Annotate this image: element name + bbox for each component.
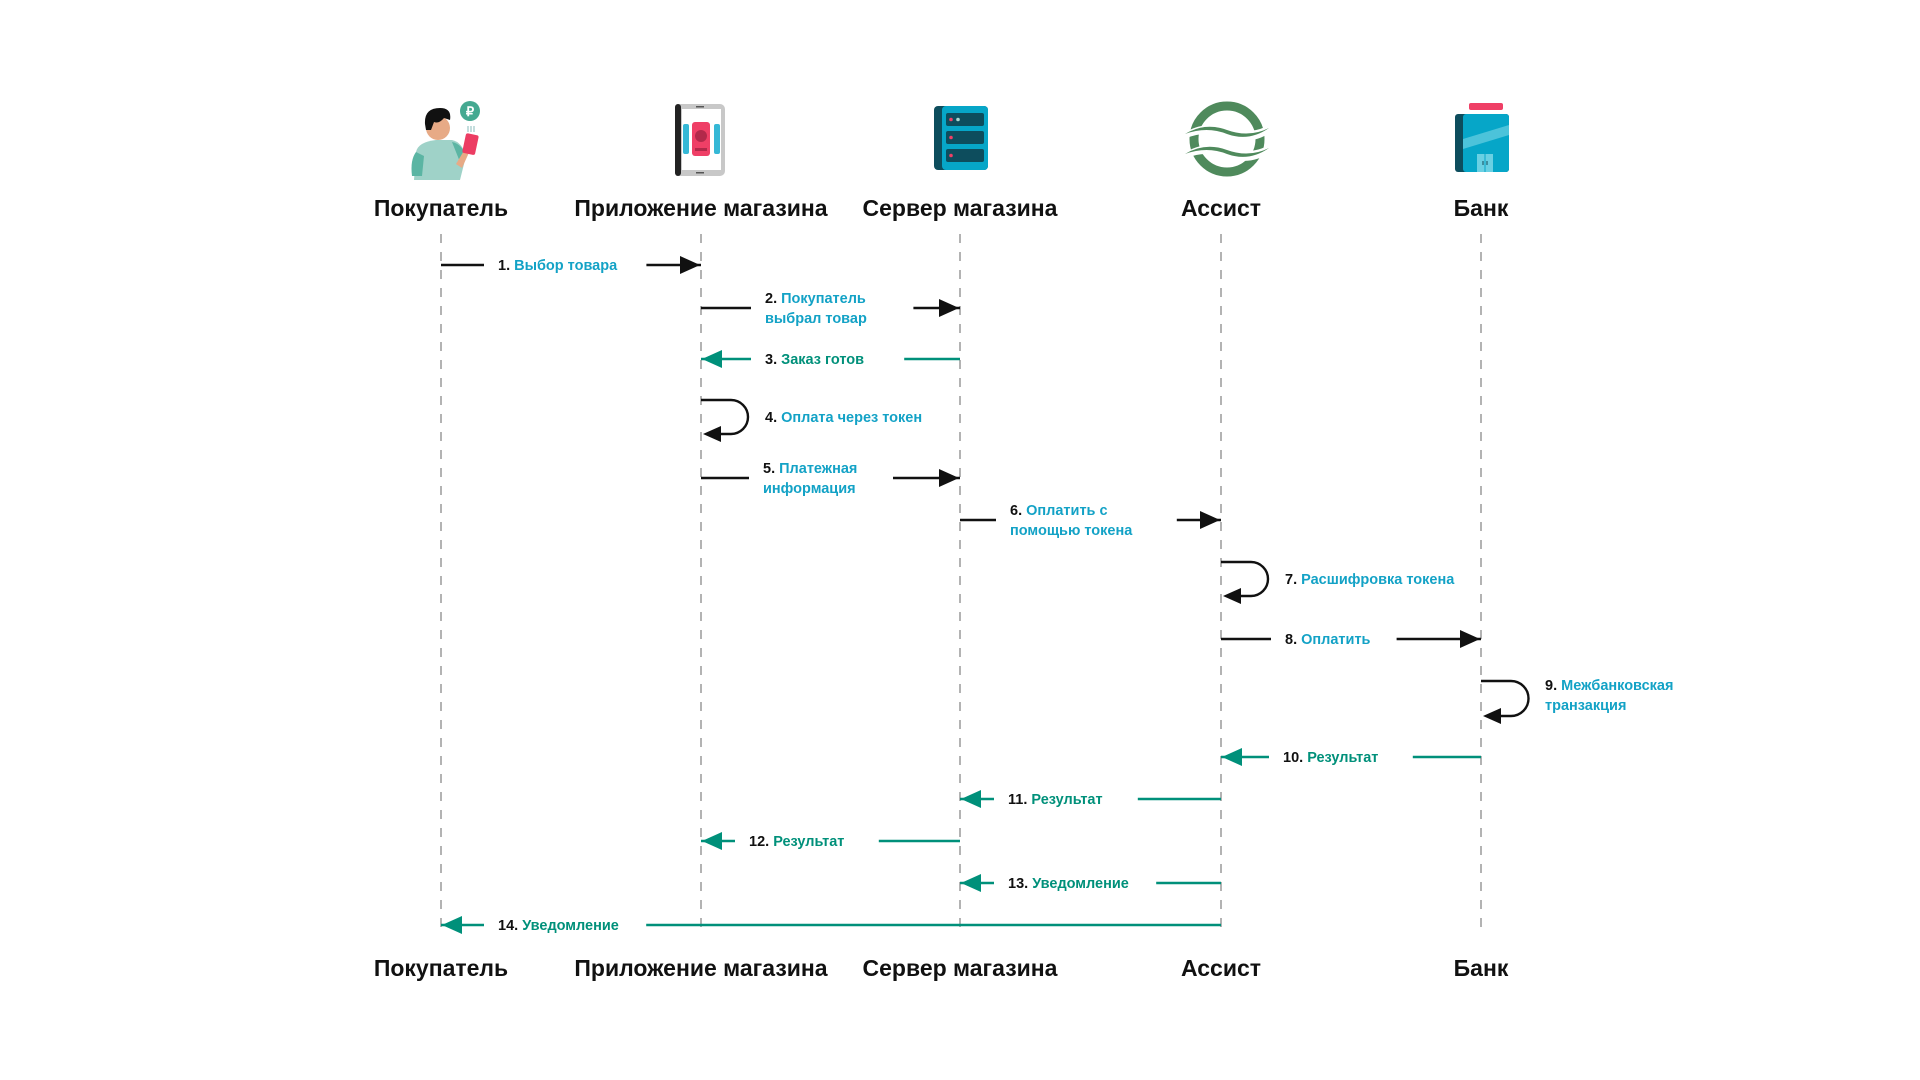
message-8: 8. Оплатить	[1221, 630, 1481, 648]
actor-label-app-top: Приложение магазина	[574, 195, 827, 221]
message-11: 11. Результат	[960, 790, 1221, 808]
svg-text:₽: ₽	[466, 104, 475, 119]
message-6: 6. Оплатить с помощью токена	[960, 503, 1221, 539]
message-number: 5.	[763, 461, 779, 477]
message-text: Межбанковская	[1561, 678, 1673, 694]
arrowhead-icon	[703, 426, 721, 442]
self-loop-line	[1221, 560, 1270, 598]
arrowhead-icon	[442, 916, 462, 934]
message-label: 2. Покупатель выбрал товар	[765, 291, 867, 327]
message-text: Результат	[1031, 792, 1102, 808]
message-text: Заказ готов	[781, 352, 864, 368]
tablet-app-icon	[675, 104, 725, 176]
message-13: 13. Уведомление	[960, 874, 1221, 892]
message-number: 2.	[765, 291, 781, 307]
message-label: 11. Результат	[1008, 792, 1103, 808]
arrowhead-icon	[961, 874, 981, 892]
actor-label-bank-top: Банк	[1454, 195, 1509, 221]
arrowhead-icon	[1200, 511, 1220, 529]
actor-label-assist-bottom: Ассист	[1181, 955, 1261, 981]
actor-label-buyer-bottom: Покупатель	[374, 955, 508, 981]
message-number: 10.	[1283, 750, 1307, 766]
bank-building-icon	[1455, 103, 1509, 172]
assist-logo-icon	[1183, 101, 1271, 177]
message-number: 7.	[1285, 572, 1301, 588]
message-2: 2. Покупатель выбрал товар	[701, 291, 960, 327]
message-number: 8.	[1285, 632, 1301, 648]
arrowhead-icon	[939, 469, 959, 487]
message-text: Выбор товара	[514, 258, 618, 274]
self-loop-line	[1481, 679, 1530, 718]
message-text: Оплатить с	[1026, 503, 1107, 519]
message-label: 7. Расшифровка токена	[1285, 572, 1455, 588]
arrowhead-icon	[702, 832, 722, 850]
actor-label-server-bottom: Сервер магазина	[863, 955, 1058, 981]
message-label: 6. Оплатить с помощью токена	[1010, 503, 1133, 539]
message-number: 12.	[749, 834, 773, 850]
actor-label-app-bottom: Приложение магазина	[574, 955, 827, 981]
actor-label-buyer-top: Покупатель	[374, 195, 508, 221]
message-9: 9. Межбанковская транзакция	[1481, 678, 1673, 724]
self-loop-line	[701, 398, 750, 436]
arrowhead-icon	[702, 350, 722, 368]
arrowhead-icon	[1223, 588, 1241, 604]
arrowhead-icon	[1460, 630, 1480, 648]
message-label: 9. Межбанковская транзакция	[1545, 678, 1673, 714]
lifelines	[440, 234, 1482, 928]
message-number: 14.	[498, 918, 522, 934]
messages: 1. Выбор товара 2. Покупатель выбрал товар…	[441, 256, 1673, 934]
message-10: 10. Результат	[1221, 748, 1481, 766]
message-label: 14. Уведомление	[498, 918, 619, 934]
actor-label-bank-bottom: Банк	[1454, 955, 1509, 981]
actor-label-assist-top: Ассист	[1181, 195, 1261, 221]
message-12: 12. Результат	[701, 832, 960, 850]
message-number: 11.	[1008, 792, 1031, 808]
arrowhead-icon	[680, 256, 700, 274]
message-text: Оплата через токен	[781, 410, 922, 426]
message-label: 13. Уведомление	[1008, 876, 1129, 892]
message-number: 3.	[765, 352, 781, 368]
person-with-phone-icon: ₽	[411, 101, 480, 180]
actor-labels-top: Покупатель Приложение магазина Сервер мага…	[374, 195, 1509, 221]
message-text: помощью токена	[1010, 523, 1133, 539]
message-3: 3. Заказ готов	[701, 350, 960, 368]
message-text: Результат	[773, 834, 844, 850]
message-text: Оплатить	[1301, 632, 1370, 648]
message-label: 5. Платежная информация	[763, 461, 857, 497]
message-number: 4.	[765, 410, 781, 426]
message-text: Результат	[1307, 750, 1378, 766]
server-rack-icon	[934, 106, 988, 170]
actor-labels-bottom: Покупатель Приложение магазина Сервер мага…	[374, 955, 1509, 981]
message-text: информация	[763, 481, 856, 497]
message-text: Платежная	[779, 461, 857, 477]
message-text: Уведомление	[522, 918, 619, 934]
message-label: 8. Оплатить	[1285, 632, 1371, 648]
message-text: транзакция	[1545, 698, 1626, 714]
message-1: 1. Выбор товара	[441, 256, 701, 274]
arrowhead-icon	[939, 299, 959, 317]
message-label: 10. Результат	[1283, 750, 1378, 766]
message-label: 1. Выбор товара	[498, 258, 618, 274]
arrowhead-icon	[1222, 748, 1242, 766]
actor-label-server-top: Сервер магазина	[863, 195, 1058, 221]
message-7: 7. Расшифровка токена	[1221, 560, 1455, 604]
message-number: 6.	[1010, 503, 1026, 519]
message-number: 9.	[1545, 678, 1561, 694]
actor-icons: ₽	[411, 101, 1509, 180]
message-text: выбрал товар	[765, 311, 867, 327]
message-5: 5. Платежная информация	[701, 461, 960, 497]
message-number: 1.	[498, 258, 514, 274]
message-text: Расшифровка токена	[1301, 572, 1455, 588]
message-text: Уведомление	[1032, 876, 1129, 892]
message-label: 3. Заказ готов	[765, 352, 864, 368]
message-label: 4. Оплата через токен	[765, 410, 922, 426]
arrowhead-icon	[961, 790, 981, 808]
message-4: 4. Оплата через токен	[701, 398, 922, 442]
message-number: 13.	[1008, 876, 1032, 892]
message-text: Покупатель	[781, 291, 866, 307]
message-label: 12. Результат	[749, 834, 844, 850]
message-14: 14. Уведомление	[441, 916, 1221, 934]
arrowhead-icon	[1483, 708, 1501, 724]
